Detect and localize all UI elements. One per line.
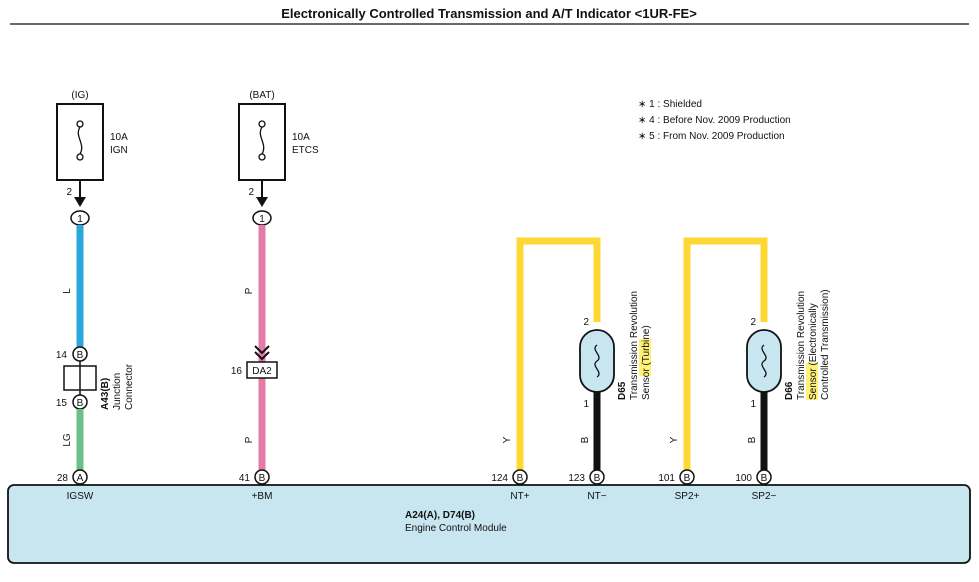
wire-label-y-nt: Y: [502, 436, 513, 443]
ecm-pin-circle: [589, 469, 605, 485]
d66-pin-top: 2: [750, 317, 756, 328]
ecm-pin-name: SP2−: [752, 491, 777, 502]
ecm-pin-igsw: 28 A IGSW: [57, 469, 94, 502]
d66-coil-icon: [761, 344, 767, 378]
ecm-pin-circle: [756, 469, 772, 485]
ecm-pin-circle: [254, 469, 270, 485]
ecm-pin-num: 28: [57, 473, 69, 484]
note-shielded: ∗ 1 : Shielded: [638, 99, 702, 110]
ig-fuse-icon: [76, 120, 84, 161]
ecm-pin-letter: A: [77, 473, 84, 484]
ecm-pin-sp2-plus: 101 B SP2+: [658, 469, 700, 502]
ecm-pin-name: +BM: [252, 491, 273, 502]
note-from-2009: ∗ 5 : From Nov. 2009 Production: [638, 131, 785, 142]
d65-circuit: Y 2 1 B D65 Transmission Revolution Sens…: [502, 237, 652, 470]
ig-circuit: (IG) 10A IGN 2 1 L 14 B 15 B A43(B) Junc…: [56, 90, 135, 470]
ecm-pin-circle: [679, 469, 695, 485]
ecm-pin-bm: 41 B +BM: [239, 469, 273, 502]
d65-coil-icon: [594, 344, 600, 378]
d66-line2: Sensor (Electronically: [808, 303, 819, 400]
d65-id: D65: [617, 381, 628, 400]
ecm-pin-num: 124: [491, 473, 508, 484]
bat-connector-arrow-icon: [256, 197, 268, 207]
wire-label-b-nt: B: [580, 436, 591, 443]
bat-connector-num: 1: [259, 214, 265, 225]
wire-label-p-lower: P: [244, 436, 255, 443]
wire-label-b-sp2: B: [747, 436, 758, 443]
da2-label: DA2: [252, 366, 272, 377]
junction-label: A43(B) Junction Connector: [100, 363, 135, 410]
ecm-pin-letter: B: [259, 473, 266, 484]
junction-pin-top: 14: [56, 350, 68, 361]
ecm-pin-sp2-minus: 100 B SP2−: [735, 469, 777, 502]
wire-label-l: L: [62, 288, 73, 294]
ecm-name: Engine Control Module: [405, 523, 507, 534]
da2-pin: 16: [231, 366, 243, 377]
junction-pin-bottom-letter: B: [77, 398, 84, 409]
junction-pin-bottom: 15: [56, 398, 68, 409]
d65-line2: Sensor (Turbine): [641, 325, 652, 400]
d66-highlight: [806, 363, 818, 400]
ecm-pin-letter: B: [517, 473, 524, 484]
ecm-pin-name: NT−: [587, 491, 606, 502]
diagram-title: Electronically Controlled Transmission a…: [281, 6, 697, 21]
ecm-pin-circle: [512, 469, 528, 485]
bat-circuit: (BAT) 10A ETCS 2 1 P P DA2 16: [231, 90, 319, 470]
ig-source-label: (IG): [71, 90, 88, 101]
d66-line1: Transmission Revolution: [796, 291, 807, 400]
ecm-pin-letter: B: [594, 473, 601, 484]
ecm-pin-name: NT+: [510, 491, 529, 502]
ecm-id: A24(A), D74(B): [405, 510, 475, 521]
d65-pin-bottom: 1: [583, 399, 589, 410]
da2-box: [246, 361, 278, 379]
d66-line3: Controlled Transmission): [820, 289, 831, 400]
ecm-pin-num: 100: [735, 473, 752, 484]
ecm-pin-name: IGSW: [67, 491, 94, 502]
bat-fuse-name: ETCS: [292, 145, 319, 156]
ecm-pin-num: 101: [658, 473, 675, 484]
ecm-pin-letter: B: [761, 473, 768, 484]
ecm-pin-name: SP2+: [675, 491, 700, 502]
ecm-body: [7, 484, 971, 564]
bat-fuse-pin: 2: [248, 187, 254, 198]
ecm-pin-nt-minus: 123 B NT−: [568, 469, 607, 502]
bat-fuse-icon: [258, 120, 266, 161]
d66-id: D66: [784, 381, 795, 400]
note-before-2009: ∗ 4 : Before Nov. 2009 Production: [638, 115, 791, 126]
d66-pin-bottom: 1: [750, 399, 756, 410]
wire-label-y-sp2: Y: [669, 436, 680, 443]
ecm-pin-num: 123: [568, 473, 585, 484]
ecm-pin-nt-plus: 124 B NT+: [491, 469, 530, 502]
wire-label-lg: LG: [62, 433, 73, 447]
ecm-pin-circle: [72, 469, 88, 485]
ig-fuse-rating: 10A: [110, 132, 128, 143]
d65-highlight: [639, 339, 651, 376]
d66-circuit: Y 2 1 B D66 Transmission Revolution Sens…: [669, 237, 831, 470]
ecm-pin-num: 41: [239, 473, 251, 484]
notes: ∗ 1 : Shielded ∗ 4 : Before Nov. 2009 Pr…: [638, 99, 791, 142]
wire-y-yellow-nt: [516, 237, 601, 470]
junction-line2: Connector: [124, 363, 135, 410]
junction-id: A43(B): [100, 378, 111, 410]
d65-line1: Transmission Revolution: [629, 291, 640, 400]
wire-label-p-upper: P: [244, 287, 255, 294]
junction-pin-top-letter: B: [77, 350, 84, 361]
ig-connector-arrow-icon: [74, 197, 86, 207]
bat-fuse-rating: 10A: [292, 132, 310, 143]
d65-label: D65 Transmission Revolution Sensor (Turb…: [617, 291, 652, 400]
da2-chevron-icon: [254, 345, 270, 361]
ig-fuse-name: IGN: [110, 145, 128, 156]
ig-connector-num: 1: [77, 214, 83, 225]
ecm-pin-letter: B: [684, 473, 691, 484]
bat-source-label: (BAT): [249, 90, 274, 101]
d66-label: D66 Transmission Revolution Sensor (Elec…: [784, 289, 831, 400]
wire-y-yellow-sp2: [683, 237, 768, 470]
d65-pin-top: 2: [583, 317, 589, 328]
junction-line1: Junction: [112, 373, 123, 410]
ig-fuse-pin: 2: [66, 187, 72, 198]
